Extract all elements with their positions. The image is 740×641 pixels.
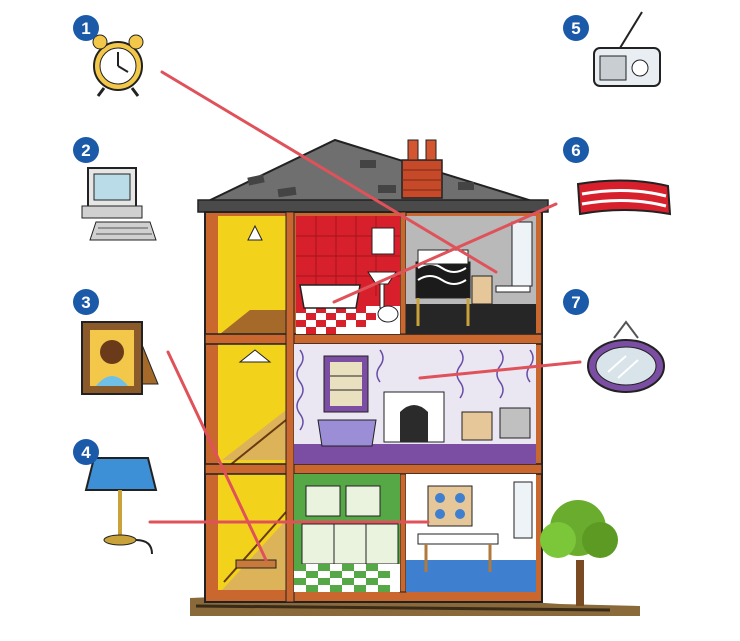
leader-lines [148, 70, 582, 562]
marker-4: 4 [73, 439, 99, 465]
leader-line-6 [332, 202, 558, 304]
marker-1: 1 [73, 15, 99, 41]
bathroom [296, 216, 400, 334]
kitchen [294, 474, 400, 592]
leader-line-1 [160, 70, 498, 274]
marker-3: 3 [73, 289, 99, 315]
alarm-clock-illustration [92, 34, 144, 97]
mirror-illustration [587, 320, 665, 393]
marker-7-label: 7 [571, 293, 580, 312]
bedroom [406, 216, 536, 334]
lamp-illustration [84, 457, 158, 555]
leader-line-7 [418, 360, 582, 380]
roof [197, 138, 549, 213]
marker-4-label: 4 [81, 443, 91, 462]
marker-5: 5 [563, 15, 589, 41]
marker-2: 2 [73, 137, 99, 163]
dining-room [406, 474, 536, 592]
marker-6: 6 [563, 137, 589, 163]
marker-2-label: 2 [81, 141, 90, 160]
leader-line-3 [166, 350, 268, 562]
stairwell [218, 216, 287, 590]
living-room [294, 344, 536, 464]
marker-5-label: 5 [571, 19, 580, 38]
marker-7: 7 [563, 289, 589, 315]
radio-illustration [593, 11, 661, 87]
tree [540, 500, 618, 606]
marker-6-label: 6 [571, 141, 580, 160]
marker-1-label: 1 [81, 19, 90, 38]
computer-illustration [81, 167, 157, 241]
rug-illustration [576, 179, 672, 216]
marker-3-label: 3 [81, 293, 90, 312]
chimney [401, 139, 443, 199]
picture-frame-illustration [81, 321, 159, 395]
